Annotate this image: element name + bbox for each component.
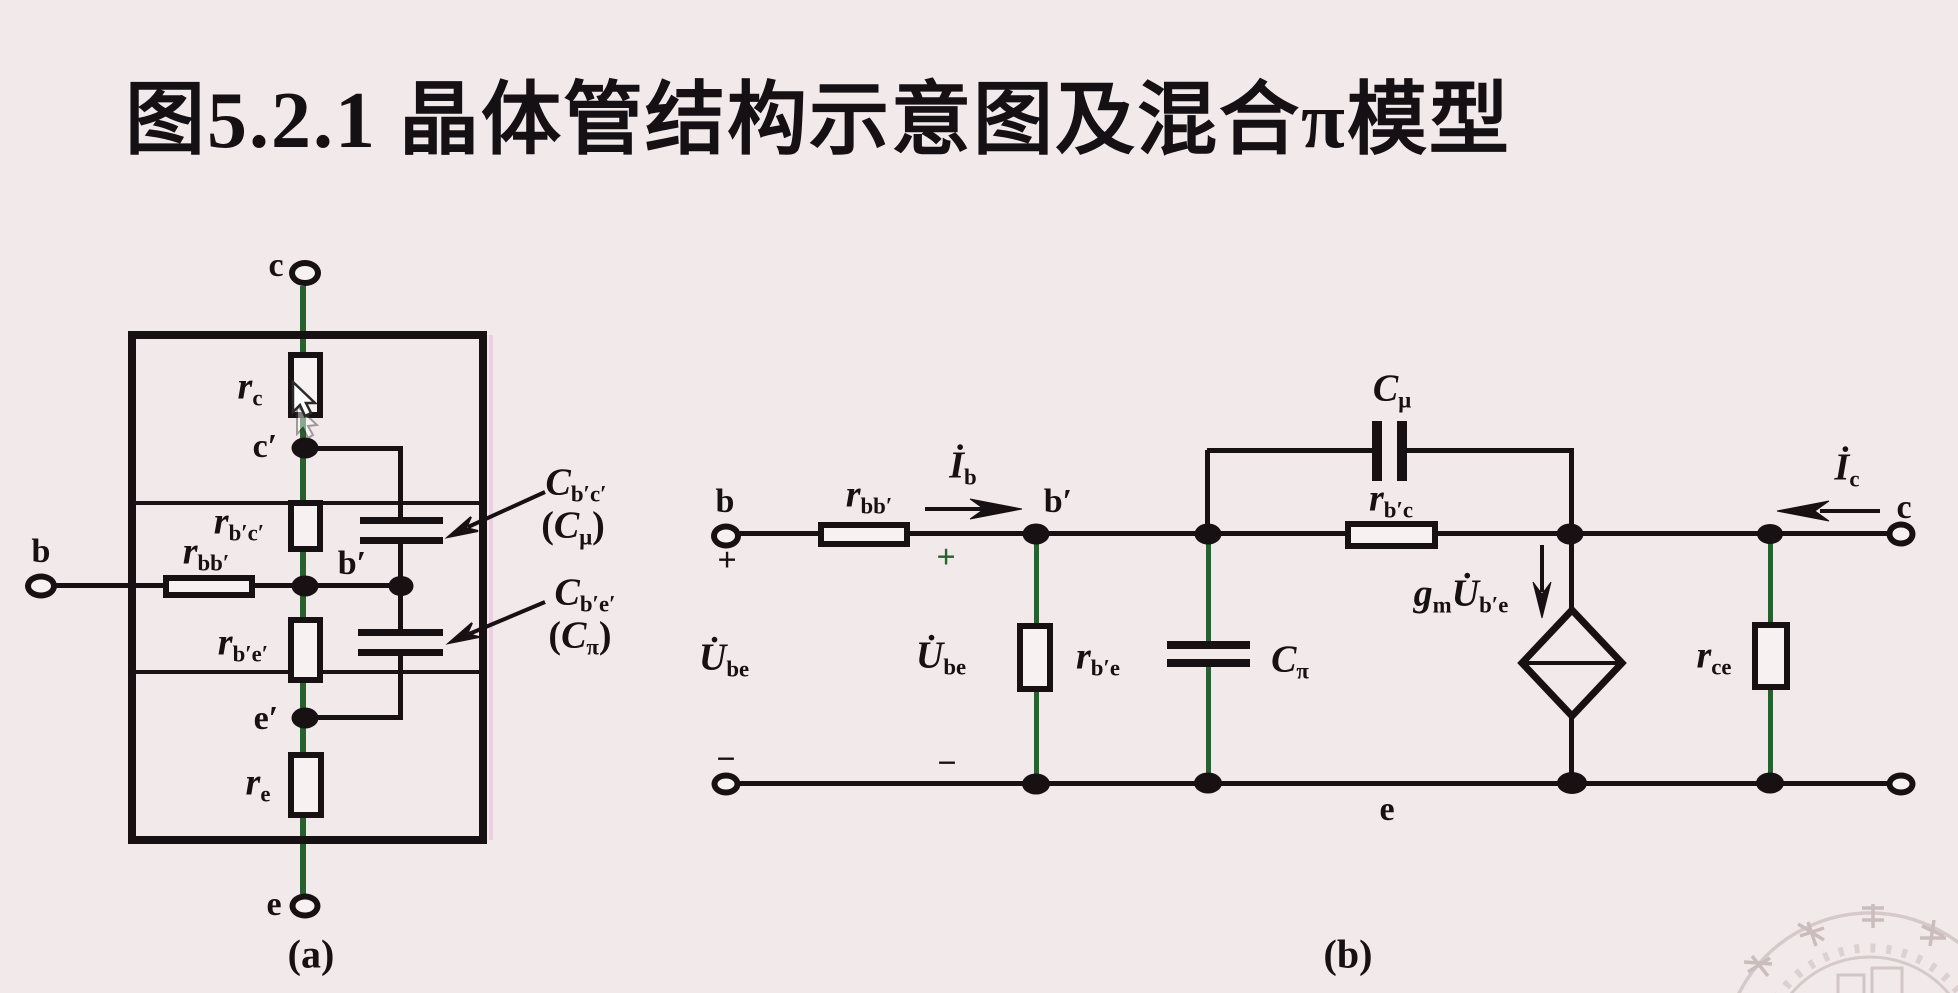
fig-a-node-cap-column	[388, 576, 414, 596]
fig-b-cpi-stem-top	[1206, 536, 1211, 641]
slide-title: 图5.2.1 晶体管结构示意图及混合π模型	[125, 77, 1511, 165]
fig-b-rbpc-label: rb′c	[1368, 477, 1414, 523]
fig-a-resistor-rbpcp	[288, 500, 323, 552]
fig-b-ic-arrow-icon	[1776, 500, 1880, 522]
fig-b-cpi-plate-top	[1167, 641, 1250, 649]
fig-b-cpi-stem-bottom	[1206, 667, 1211, 783]
fig-b-resistor-rbpc	[1345, 521, 1438, 549]
fig-b-cpi-plate-bottom	[1167, 659, 1250, 667]
fig-b-terminal-be-bottom-circle	[711, 772, 741, 796]
fig-b-rce-stem-bottom	[1768, 688, 1773, 783]
fig-a-rbbp-label: rbb′	[182, 530, 230, 576]
fig-b-caption: (b)	[1323, 931, 1373, 977]
fig-a-cap-bpcp-plate-top	[360, 517, 443, 524]
watermark-seal-icon	[1737, 904, 1958, 993]
fig-b-minus-left: −	[716, 741, 736, 778]
fig-a-rbpep-label: rb′e′	[217, 621, 269, 667]
fig-a-resistor-rc	[288, 352, 323, 418]
fig-b-cpi-label: Cπ	[1271, 638, 1309, 684]
fig-a-cap-bpep-plate-top	[358, 629, 443, 636]
fig-b-node-rce-top	[1757, 524, 1783, 544]
fig-b-cmu-wire-right	[1407, 448, 1574, 453]
fig-a-resistor-re	[288, 752, 324, 818]
fig-b-source-stem-top	[1569, 536, 1574, 612]
fig-a-node-b-prime-label: b′	[337, 545, 367, 582]
fig-a-resistor-rbbp	[163, 575, 255, 598]
fig-a-caption: (a)	[287, 931, 335, 977]
fig-a-node-e-prime	[291, 707, 319, 729]
fig-a-bprime-side-wire	[305, 583, 401, 588]
fig-a-cap-column-seg3	[398, 654, 403, 720]
fig-a-rbpcp-label: rb′c′	[213, 500, 265, 546]
fig-a-cap-bpep-label: Cb′e′	[554, 571, 616, 617]
fig-b-node-b-prime	[1022, 523, 1050, 545]
fig-a-box-fringe	[489, 335, 493, 840]
fig-b-rbbp-label: rbb′	[845, 473, 893, 519]
fig-b-ib-label: İb	[949, 444, 977, 490]
fig-a-rc-label: rc	[237, 365, 263, 411]
fig-b-ib-arrow-icon	[925, 498, 1023, 520]
fig-b-terminal-c-circle	[1886, 521, 1916, 547]
fig-b-terminal-c-label: c	[1896, 489, 1912, 526]
fig-b-controlled-source-icon	[1517, 604, 1627, 722]
fig-b-terminal-b-circle	[711, 523, 741, 549]
fig-b-rce-label: rce	[1696, 634, 1732, 680]
fig-b-resistor-rbpe	[1017, 623, 1053, 692]
fig-b-node-cpi-top	[1194, 523, 1222, 545]
fig-a-resistor-rbpep	[288, 617, 323, 683]
fig-a-cap-bpcp-plate-bottom	[360, 537, 443, 544]
fig-b-cmu-right-riser	[1569, 453, 1574, 534]
fig-b-resistor-rbbp	[818, 522, 910, 547]
fig-a-node-c-prime-label: c′	[252, 428, 278, 465]
fig-a-node-b-prime	[291, 575, 319, 597]
fig-b-ube-left-label: U̇be	[698, 636, 750, 682]
fig-b-terminal-ce-bottom-circle	[1886, 772, 1916, 796]
fig-b-node-rce-bottom	[1756, 772, 1784, 794]
fig-b-gm-source-label: gmU̇b′e	[1413, 572, 1509, 618]
fig-b-ic-label: İc	[1834, 446, 1860, 492]
fig-b-bottom-rail	[738, 781, 1890, 786]
fig-b-rce-stem-top	[1768, 536, 1773, 624]
fig-b-resistor-rce	[1752, 622, 1790, 690]
fig-a-terminal-c-label: c	[268, 247, 284, 284]
fig-a-cap-bpcp-alt-label: (Cμ)	[541, 504, 605, 550]
fig-b-plus-left: +	[717, 542, 737, 579]
fig-a-re-label: re	[245, 761, 271, 807]
fig-a-cprime-side-wire	[305, 446, 401, 451]
fig-b-source-direction-arrow-icon	[1532, 545, 1552, 619]
fig-b-cmu-wire-left	[1207, 448, 1372, 453]
fig-a-eprime-side-wire	[305, 715, 401, 720]
fig-b-top-rail	[740, 531, 1890, 536]
fig-b-ube-mid-label: U̇be	[915, 634, 967, 680]
fig-b-rail-e-label: e	[1379, 791, 1395, 828]
fig-b-node-source-bottom	[1557, 772, 1587, 794]
fig-a-node-c-prime	[291, 437, 319, 459]
fig-b-node-cpi-bottom	[1194, 772, 1222, 794]
fig-a-cap-column-seg1	[398, 446, 403, 519]
fig-b-node-rbpe-bottom	[1022, 773, 1050, 795]
fig-a-cap-bpep-plate-bottom	[358, 649, 443, 656]
fig-b-node-b-prime-label: b′	[1043, 483, 1073, 520]
fig-b-plus-mid: +	[936, 539, 956, 576]
fig-a-node-e-prime-label: e′	[253, 700, 279, 737]
fig-a-terminal-c-circle	[289, 260, 321, 286]
fig-b-cmu-left-riser	[1205, 450, 1210, 534]
fig-b-rbpe-label: rb′e	[1075, 635, 1121, 681]
fig-b-terminal-b-label: b	[715, 483, 735, 520]
fig-b-node-source-top	[1556, 523, 1584, 545]
fig-a-cap-bpep-alt-label: (Cπ)	[548, 614, 612, 660]
fig-b-cmu-plate-right	[1397, 421, 1407, 481]
fig-b-cmu-label: Cμ	[1372, 367, 1412, 413]
fig-b-source-stem-bottom	[1569, 714, 1574, 783]
fig-a-terminal-e-label: e	[266, 886, 282, 923]
fig-b-cmu-plate-left	[1372, 421, 1382, 481]
fig-a-terminal-b-circle	[25, 573, 57, 599]
fig-a-cap-bpcp-label: Cb′c′	[545, 461, 607, 507]
fig-a-terminal-b-label: b	[31, 533, 51, 570]
fig-a-terminal-e-circle	[289, 893, 321, 919]
fig-b-minus-mid: −	[937, 745, 957, 782]
